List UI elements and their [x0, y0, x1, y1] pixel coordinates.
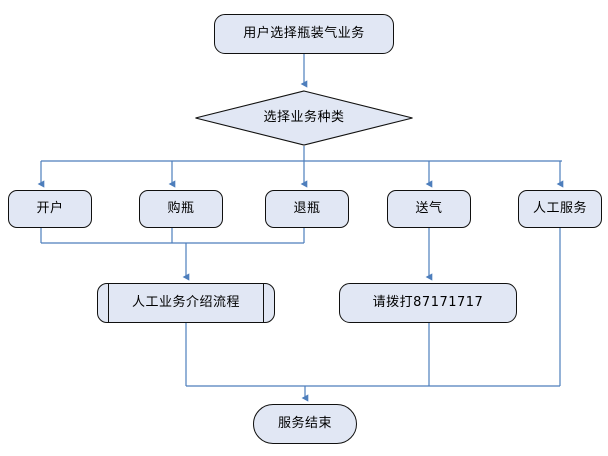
node-manual-service[interactable]: 人工服务: [518, 190, 602, 228]
diamond-shape: [194, 90, 414, 146]
node-manual-business-intro-process-label: 人工业务介绍流程: [131, 294, 240, 310]
node-end[interactable]: 服务结束: [253, 404, 357, 444]
node-decision-business-type[interactable]: 选择业务种类: [194, 90, 414, 146]
node-call-hotline[interactable]: 请拨打87171717: [339, 283, 517, 323]
node-open-account-label: 开户: [36, 200, 64, 216]
node-deliver-gas[interactable]: 送气: [387, 190, 471, 228]
node-buy-cylinder[interactable]: 购瓶: [139, 190, 223, 228]
node-open-account[interactable]: 开户: [8, 190, 92, 228]
node-buy-cylinder-label: 购瓶: [167, 200, 195, 216]
node-start[interactable]: 用户选择瓶装气业务: [214, 14, 394, 54]
node-call-hotline-label: 请拨打87171717: [372, 294, 484, 310]
node-manual-business-intro-process[interactable]: 人工业务介绍流程: [97, 283, 275, 323]
node-start-label: 用户选择瓶装气业务: [243, 25, 365, 41]
node-deliver-gas-label: 送气: [415, 200, 443, 216]
node-end-label: 服务结束: [277, 415, 332, 431]
node-manual-service-label: 人工服务: [532, 200, 587, 216]
node-return-cylinder[interactable]: 退瓶: [265, 190, 349, 228]
node-return-cylinder-label: 退瓶: [293, 200, 321, 216]
